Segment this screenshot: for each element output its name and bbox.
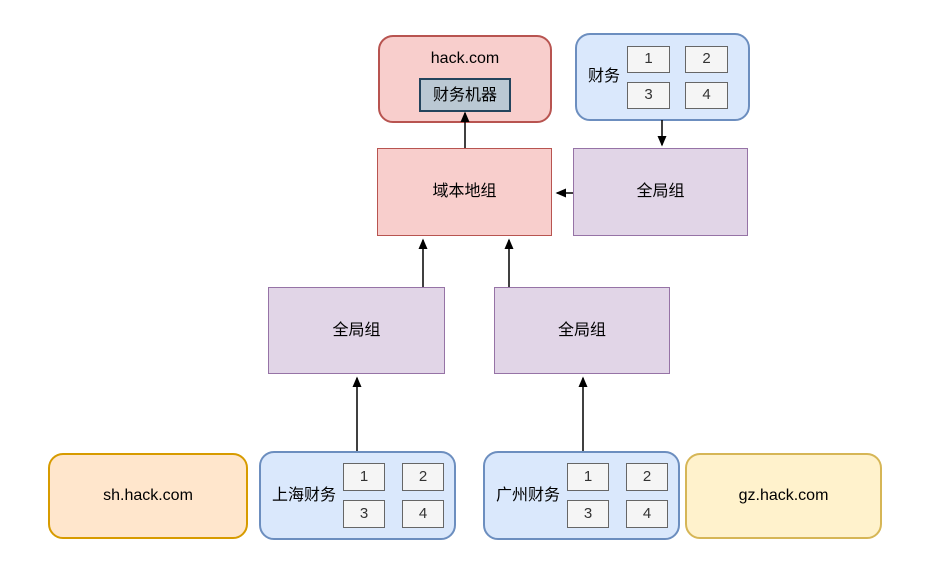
member-box: 4 <box>685 81 729 109</box>
node-sh-finance: 上海财务 1 2 3 4 <box>259 451 456 540</box>
node-domain-local-group: 域本地组 <box>377 148 552 236</box>
member-box: 3 <box>567 500 610 528</box>
node-gz-finance: 广州财务 1 2 3 4 <box>483 451 680 540</box>
member-box: 1 <box>343 463 386 491</box>
member-box: 2 <box>626 463 669 491</box>
node-gz-domain: gz.hack.com <box>685 453 882 539</box>
gz-finance-members: 1 2 3 4 <box>567 463 669 528</box>
member-box: 3 <box>343 500 386 528</box>
gz-domain-label: gz.hack.com <box>738 487 829 505</box>
member-box: 1 <box>567 463 610 491</box>
sh-finance-label: 上海财务 <box>272 486 337 504</box>
node-global-group-top: 全局组 <box>573 148 748 236</box>
member-box: 2 <box>685 45 729 73</box>
hack-com-label: hack.com <box>430 50 500 67</box>
member-box: 1 <box>627 45 671 73</box>
sh-finance-members: 1 2 3 4 <box>343 463 445 528</box>
finance-ou-members: 1 2 3 4 <box>627 45 729 109</box>
node-global-group-left: 全局组 <box>268 287 445 374</box>
member-box: 4 <box>402 500 445 528</box>
global-group-top-label: 全局组 <box>636 183 685 201</box>
node-hack-com: hack.com 财务机器 <box>378 35 552 123</box>
finance-ou-label: 财务 <box>588 68 621 86</box>
finance-machine-label: 财务机器 <box>432 86 497 104</box>
global-group-left-label: 全局组 <box>332 321 381 339</box>
global-group-right-label: 全局组 <box>557 321 606 339</box>
domain-local-group-label: 域本地组 <box>432 183 497 201</box>
member-box: 3 <box>627 81 671 109</box>
node-global-group-right: 全局组 <box>494 287 670 374</box>
node-finance-machine: 财务机器 <box>419 78 511 113</box>
member-box: 2 <box>402 463 445 491</box>
node-sh-domain: sh.hack.com <box>48 453 248 539</box>
node-finance-ou: 财务 1 2 3 4 <box>575 33 750 121</box>
gz-finance-label: 广州财务 <box>496 486 561 504</box>
sh-domain-label: sh.hack.com <box>103 487 193 505</box>
member-box: 4 <box>626 500 669 528</box>
